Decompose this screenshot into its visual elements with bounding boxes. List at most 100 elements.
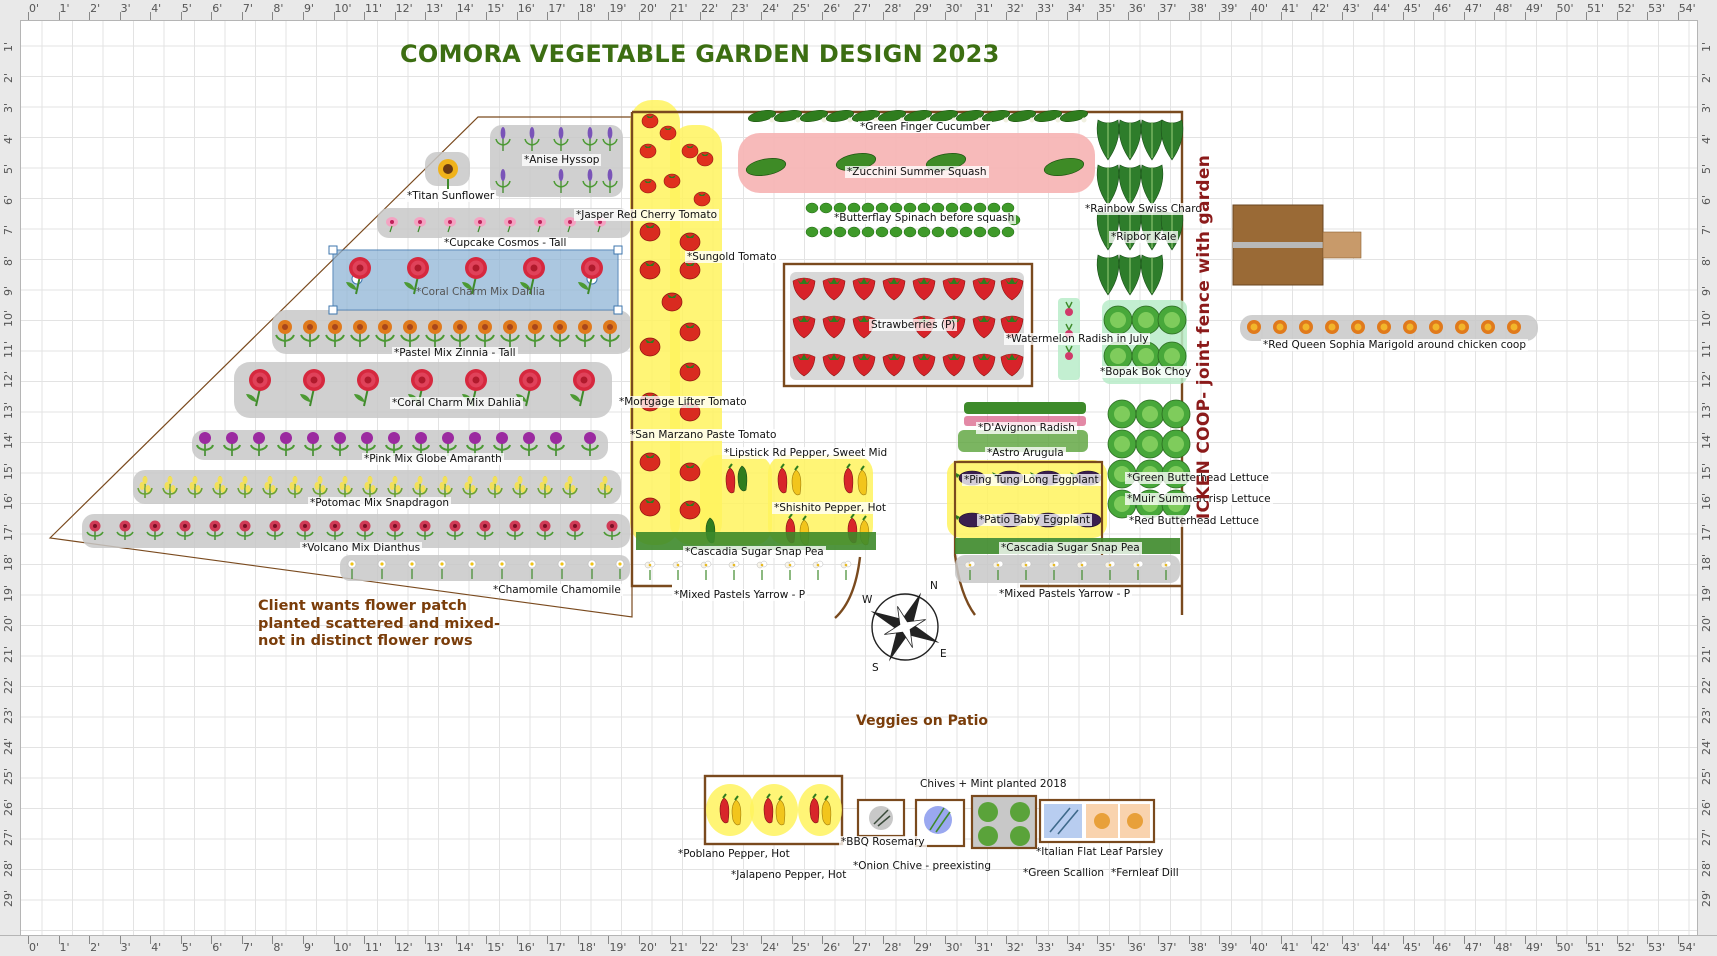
ruler-tick [89,936,91,944]
label-san-marzano[interactable]: *San Marzano Paste Tomato [628,429,779,441]
label-lipstick-pepper[interactable]: *Lipstick Rd Pepper, Sweet Mid [722,447,890,459]
label-onion-chive[interactable]: *Onion Chive - preexisting [853,860,991,872]
label-volcano-dianthus[interactable]: *Volcano Mix Dianthus [300,542,423,554]
label-pastel-zinnia[interactable]: *Pastel Mix Zinnia - Tall [392,347,518,359]
label-ping-tung-eggplant[interactable]: *Ping Tung Long Eggplant [962,474,1101,486]
label-parsley[interactable]: *Italian Flat Leaf Parsley [1036,846,1164,858]
flower-rows[interactable] [82,125,632,581]
pea-trellis-left[interactable] [636,532,876,550]
label-coral-dahlia-1[interactable]: *Coral Charm Mix Dahlia [416,286,546,298]
ruler-tick [1372,936,1374,944]
patio-pepper-box[interactable] [703,774,844,846]
ruler-label: 42' [1312,2,1330,15]
ruler-bottom: 0'1'2'3'4'5'6'7'8'9'10'11'12'13'14'15'16… [0,935,1717,956]
squash-bed[interactable] [738,133,1095,193]
ruler-tick [730,12,732,20]
ruler-tick [333,12,335,20]
label-cupcake-cosmos[interactable]: *Cupcake Cosmos - Tall [442,237,569,249]
ruler-tick [975,936,977,944]
ruler-label: 15' [2,462,15,480]
chicken-coop[interactable] [1232,204,1362,286]
ruler-label: 41' [1281,2,1299,15]
ruler-label: 9' [303,941,314,954]
label-rosemary[interactable]: *BBQ Rosemary [839,836,927,848]
label-watermelon-radish[interactable]: *Watermelon Radish in July [1004,333,1151,345]
label-cucumber[interactable]: *Green Finger Cucumber [858,121,993,133]
label-ripbor-kale[interactable]: *Ripbor Kale [1109,231,1179,243]
yarrow-bed-right[interactable] [955,555,1180,583]
ruler-tick [1005,12,1007,20]
label-titan-sunflower[interactable]: *Titan Sunflower [405,190,497,202]
label-jalapeno[interactable]: *Jalapeno Pepper, Hot [731,869,847,881]
label-sungold-tomato[interactable]: *Sungold Tomato [685,251,779,263]
label-spinach[interactable]: *Butterflay Spinach before squash [832,212,1017,224]
ruler-label: 11' [2,340,15,358]
label-potomac-snapdragon[interactable]: *Potomac Mix Snapdragon [308,497,452,509]
ruler-tick [1341,936,1343,944]
ruler-label: 10' [1700,309,1713,327]
ruler-label: 41' [1281,941,1299,954]
ruler-label: 3' [120,2,131,15]
label-scallion[interactable]: *Green Scallion [1023,867,1105,879]
label-anise-hyssop[interactable]: *Anise Hyssop [522,154,602,166]
ruler-tick [577,12,579,20]
ruler-label: 49' [1525,941,1543,954]
label-cascadia-pea-2[interactable]: *Cascadia Sugar Snap Pea [999,542,1142,554]
ruler-label: 35' [1098,941,1116,954]
ruler-label: 20' [640,2,658,15]
label-green-butterhead[interactable]: *Green Butterhead Lettuce [1125,472,1271,484]
label-marigold[interactable]: *Red Queen Sophia Marigold around chicke… [1261,339,1529,351]
ruler-label: 29' [1700,890,1713,908]
ruler-tick [180,936,182,944]
ruler-label: 54' [1678,941,1696,954]
ruler-label: 19' [609,941,627,954]
label-astro-arugula[interactable]: *Astro Arugula [985,447,1066,459]
ruler-tick [547,12,549,20]
label-bok-choy[interactable]: *Bopak Bok Choy [1098,366,1194,378]
patio-herb-box[interactable] [970,794,1038,850]
ruler-label: 43' [1342,941,1360,954]
label-shishito-pepper[interactable]: *Shishito Pepper, Hot [772,502,889,514]
label-muir-lettuce[interactable]: *Muir Summercrisp Lettuce [1125,493,1273,505]
label-davignon-radish[interactable]: *D'Avignon Radish [976,422,1077,434]
ruler-tick [1372,12,1374,20]
label-chamomile[interactable]: *Chamomile Chamomile [491,584,623,596]
label-cascadia-pea-1[interactable]: *Cascadia Sugar Snap Pea [683,546,826,558]
ruler-label: 0' [29,941,40,954]
ruler-tick [333,936,335,944]
label-swiss-chard[interactable]: *Rainbow Swiss Chard [1083,203,1205,215]
label-patio-eggplant[interactable]: *Patio Baby Eggplant [977,514,1092,526]
label-zucchini[interactable]: *Zucchini Summer Squash [845,166,989,178]
label-red-butterhead[interactable]: *Red Butterhead Lettuce [1127,515,1262,527]
ruler-label: 2' [1700,72,1713,83]
label-jasper-tomato[interactable]: *Jasper Red Cherry Tomato [574,209,720,221]
patio-rosemary-box[interactable] [856,798,906,838]
label-yarrow-1[interactable]: *Mixed Pastels Yarrow - P [672,589,808,601]
label-strawberries[interactable]: Strawberries (P) [869,319,958,331]
ruler-label: 21' [1700,645,1713,663]
label-mortgage-tomato[interactable]: *Mortgage Lifter Tomato [617,396,749,408]
ruler-label: 51' [1587,941,1605,954]
ruler-label: 28' [884,2,902,15]
ruler-label: 38' [1189,2,1207,15]
patio-chive-box[interactable] [914,798,966,848]
ruler-label: 0' [29,2,40,15]
ruler-tick [1524,936,1526,944]
patio-heading: Veggies on Patio [856,713,989,729]
label-coral-dahlia-2[interactable]: *Coral Charm Mix Dahlia [390,397,524,409]
ruler-label: 16' [517,941,535,954]
label-yarrow-2[interactable]: *Mixed Pastels Yarrow - P [997,588,1133,600]
ruler-tick [1433,12,1435,20]
ruler-label: 20' [1700,615,1713,633]
ruler-label: 12' [395,2,413,15]
label-dill[interactable]: *Fernleaf Dill [1111,867,1179,879]
ruler-label: 20' [2,615,15,633]
patio-parsley-box[interactable] [1038,798,1156,844]
ruler-right: 1'2'3'4'5'6'7'8'9'10'11'12'13'14'15'16'1… [1697,20,1717,935]
ruler-tick [425,12,427,20]
label-pink-amaranth[interactable]: *Pink Mix Globe Amaranth [362,453,504,465]
ruler-label: 24' [762,2,780,15]
ruler-label: 26' [2,798,15,816]
label-poblano[interactable]: *Poblano Pepper, Hot [678,848,790,860]
